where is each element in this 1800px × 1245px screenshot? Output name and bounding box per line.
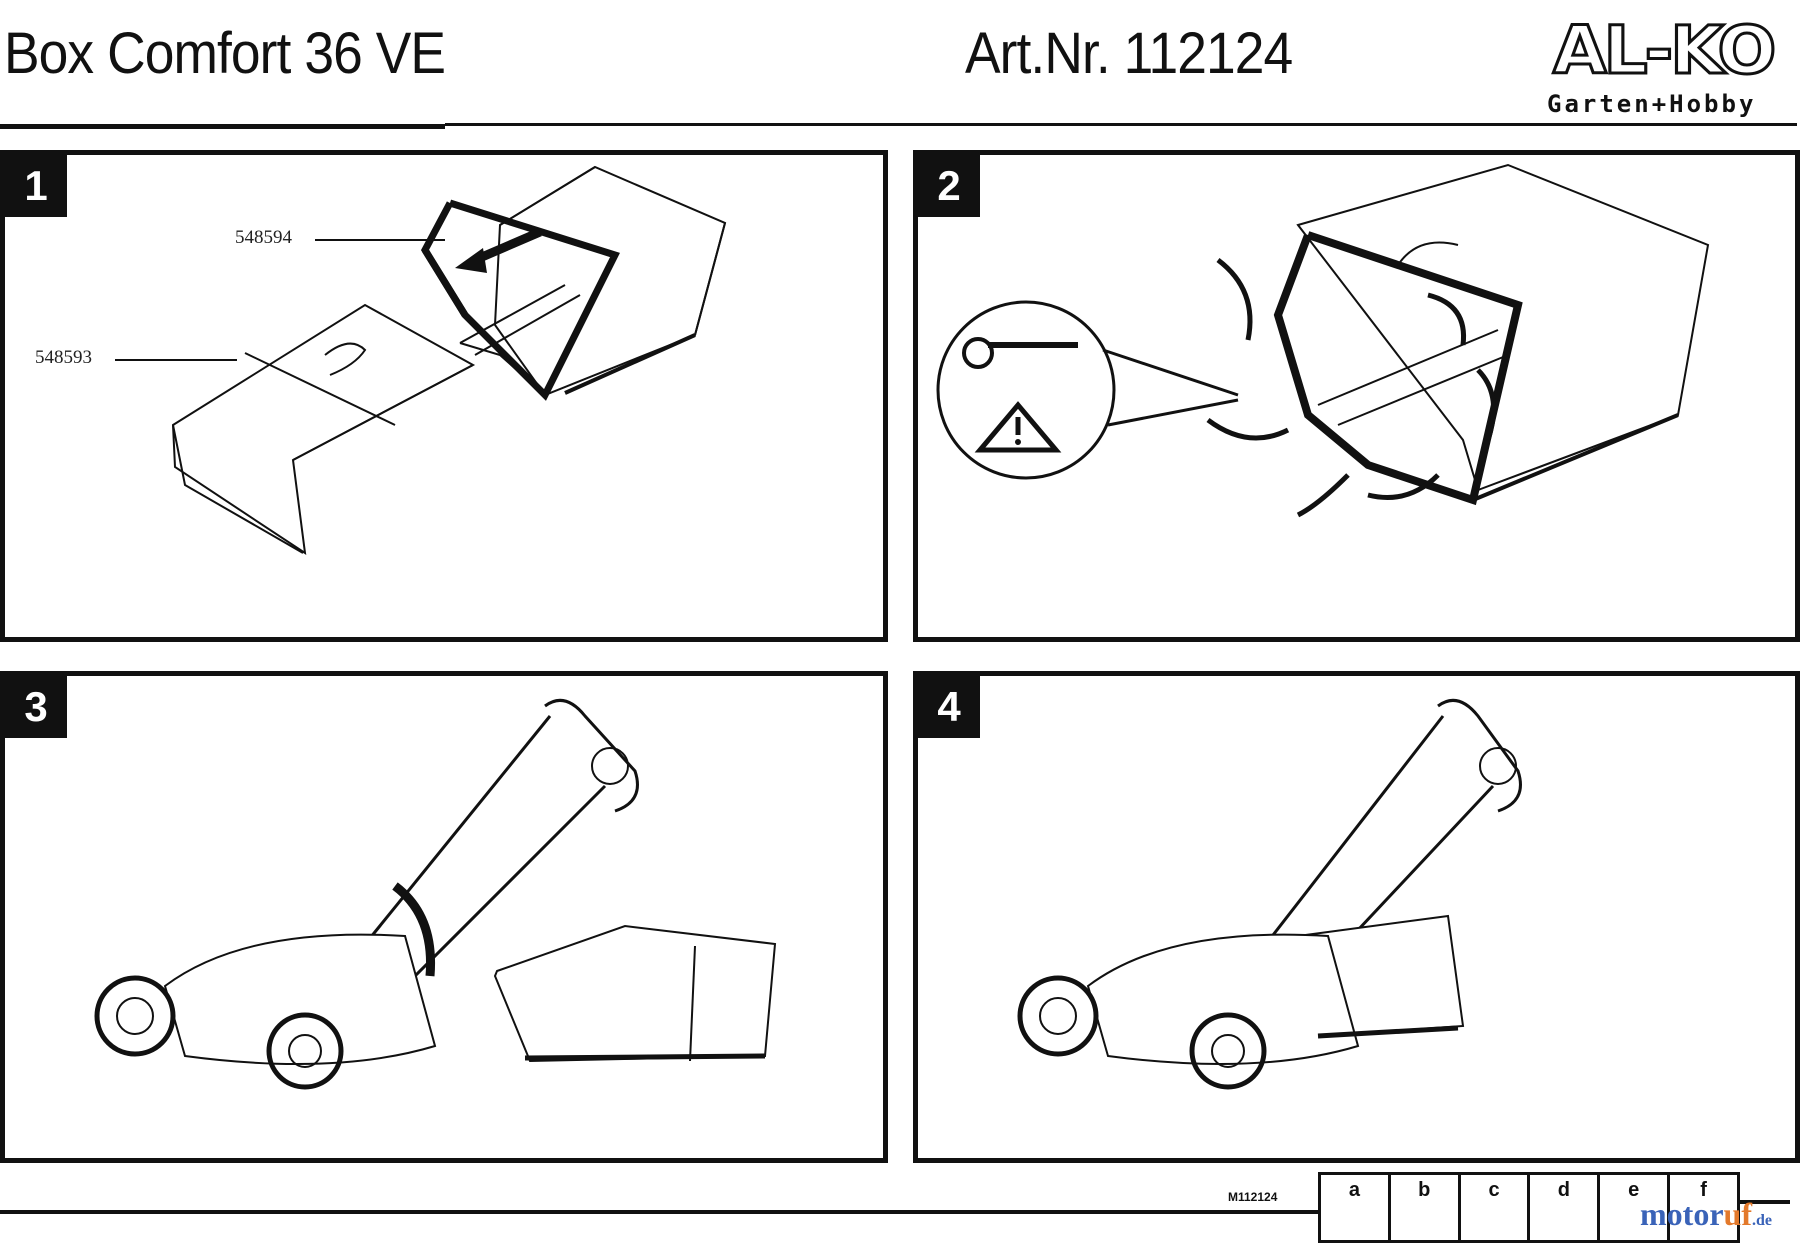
site-watermark: motoruf.de — [1640, 1196, 1772, 1232]
index-cell-a: a — [1321, 1175, 1391, 1240]
exploded-view-illustration — [115, 165, 727, 556]
revision-index-table: a b c d e f — [1318, 1172, 1740, 1243]
panel-step-3: 3 — [0, 671, 888, 1163]
panel-step-2: 2 — [913, 150, 1800, 642]
index-cell-b: b — [1391, 1175, 1461, 1240]
header-rule — [0, 124, 445, 129]
footer-rule — [0, 1210, 1318, 1214]
mower-with-box-illustration — [94, 698, 777, 1090]
index-cell-f: f — [1700, 1179, 1707, 1201]
logo-wordmark: AL-KO — [1551, 11, 1778, 91]
step-number-badge: 1 — [5, 155, 67, 217]
clip-assembly-illustration — [936, 163, 1710, 518]
mower-box-attached-illustration — [1017, 698, 1522, 1090]
step-number-badge: 3 — [5, 676, 67, 738]
article-number: Art.Nr. 112124 — [965, 21, 1293, 86]
index-cell-e: e — [1600, 1175, 1671, 1240]
part-number-548593: 548593 — [35, 347, 92, 368]
logo-tagline: Garten+Hobby — [1547, 90, 1757, 118]
brand-logo: AL-KO Garten+Hobby — [1545, 11, 1795, 124]
footer-tick — [1740, 1200, 1790, 1204]
panel-step-4: 4 — [913, 671, 1800, 1163]
drawing-code: M112124 — [1228, 1190, 1278, 1204]
step-number-badge: 4 — [918, 676, 980, 738]
model-title: Box Comfort 36 VE — [4, 21, 446, 86]
index-cell-c: c — [1461, 1175, 1531, 1240]
index-cell-d: d — [1530, 1175, 1601, 1240]
part-number-548594: 548594 — [235, 227, 292, 248]
panel-step-1: 1 548594 548593 — [0, 150, 888, 642]
step-number-badge: 2 — [918, 155, 980, 217]
header-rule-thin — [445, 123, 1797, 126]
